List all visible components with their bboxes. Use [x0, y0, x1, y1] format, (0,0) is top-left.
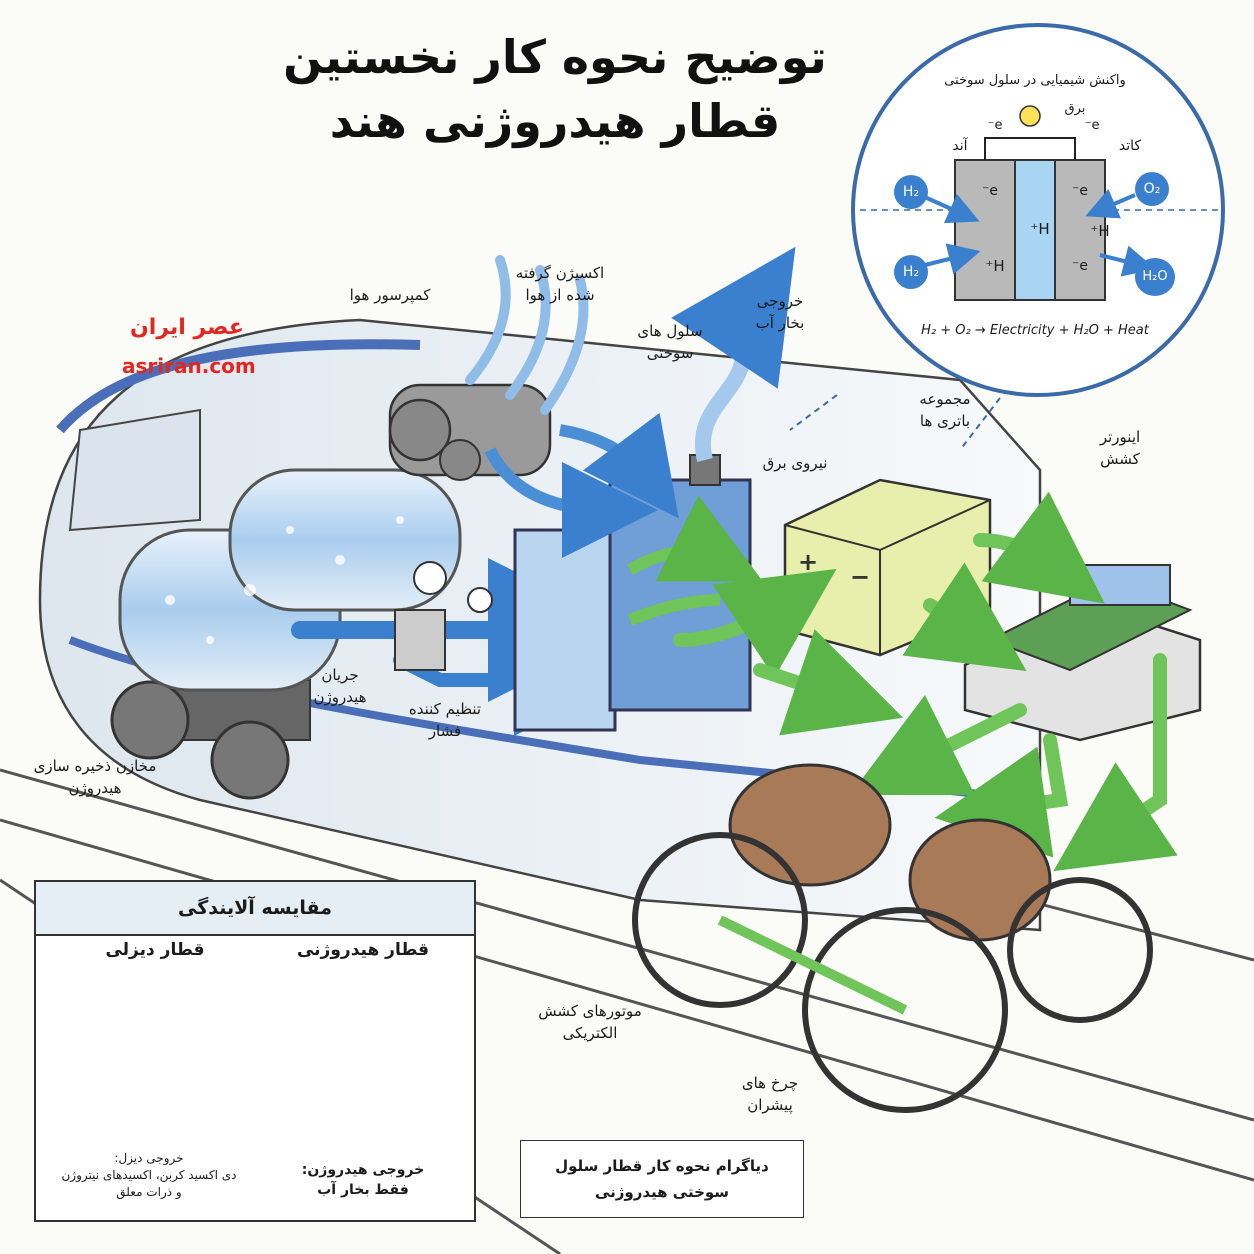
power-flow-arrows	[673, 491, 1178, 872]
label-oxygen-from-air: اکسیژن گرفته شده از هوا	[515, 264, 605, 304]
diesel-output-text: خروجی دیزل: دی اکسید کربن، اکسیدهای نیتر…	[61, 1151, 237, 1199]
svg-text:+: +	[798, 548, 818, 576]
label-drive-wheels: چرخ های پیشران	[741, 1074, 799, 1114]
label-hydrogen-storage: مخازن ذخیره سازی هیدروژن	[33, 757, 157, 797]
reaction-proton-center: H⁺	[1030, 220, 1050, 238]
reaction-proton-anode: H⁺	[985, 257, 1005, 275]
brand-name: عصر ایران	[130, 315, 244, 340]
label-air-compressor: کمپرسور هوا	[349, 286, 431, 304]
reaction-electricity-label: برق	[1064, 101, 1086, 116]
reaction-diagram	[789, 23, 1225, 451]
label-traction-inverter: اینورتر کشش	[1099, 428, 1141, 468]
label-fuel-cells: سلول های سوختی	[637, 322, 703, 362]
svg-text:−: −	[850, 563, 870, 591]
reaction-title: واکنش شیمیایی در سلول سوختی	[944, 73, 1126, 88]
reaction-o2: O₂	[1135, 172, 1169, 206]
diagram-caption-text: دیاگرام نحوه کار قطار سلول سوختی هیدروژن…	[555, 1157, 769, 1201]
title-line-1: توضیح نحوه کار نخستین	[283, 30, 827, 84]
steam-exhaust	[671, 246, 796, 462]
reaction-h2-top: H₂	[894, 175, 928, 209]
reaction-cathode-label: کاتد	[1118, 138, 1142, 154]
comparison-panel: مقایسه آلایندگی قطار دیزلی قطار هیدروژنی…	[34, 880, 476, 1222]
reaction-electron-anode: e⁻	[981, 183, 998, 199]
hydrogen-train-title: قطار هیدروژنی	[296, 940, 430, 960]
reaction-anode-label: آند	[952, 138, 968, 154]
brand-url: asriran.com	[122, 354, 256, 378]
drive-wheels	[632, 832, 1153, 1113]
air-intake-arrows	[465, 255, 589, 415]
label-traction-motors: موتورهای کشش الکتریکی	[538, 1002, 642, 1042]
label-battery-pack: مجموعه باتری ها	[919, 390, 971, 430]
diagram-caption: دیاگرام نحوه کار قطار سلول سوختی هیدروژن…	[520, 1140, 804, 1218]
reaction-electron-top-left: e⁻	[987, 118, 1003, 133]
reaction-electron-cathode-bottom: e⁻	[1071, 258, 1088, 274]
reaction-electron-cathode-top: e⁻	[1071, 183, 1088, 199]
reaction-electron-top-right: e⁻	[1084, 118, 1100, 133]
reaction-equation: H₂ + O₂ → Electricity + H₂O + Heat	[921, 323, 1149, 338]
reaction-h2o: H₂O	[1135, 258, 1175, 296]
label-steam-exhaust: خروجی بخار آب	[755, 292, 805, 332]
title-line-2: قطار هیدروژنی هند	[329, 94, 781, 148]
reaction-proton-cathode: H⁺	[1090, 222, 1110, 240]
diesel-train-title: قطار دیزلی	[105, 940, 205, 960]
traction-motors	[728, 763, 1052, 942]
reaction-h2-bottom: H₂	[894, 255, 928, 289]
label-hydrogen-flow: جریان هیدروژن	[313, 666, 367, 706]
air-compressor	[388, 383, 552, 481]
page-title: توضیح نحوه کار نخستین قطار هیدروژنی هند	[230, 25, 880, 153]
comparison-title: مقایسه آلایندگی	[36, 882, 474, 936]
label-pressure-regulator: تنظیم کننده فشار	[408, 700, 482, 740]
hydrogen-tanks	[118, 468, 462, 692]
hydrogen-output-text: خروجی هیدروژن: فقط بخار آب	[301, 1162, 425, 1198]
label-electric-power: نیروی برق	[762, 454, 828, 472]
air-exchange-arrows	[484, 412, 679, 558]
pressure-regulator	[394, 561, 493, 671]
